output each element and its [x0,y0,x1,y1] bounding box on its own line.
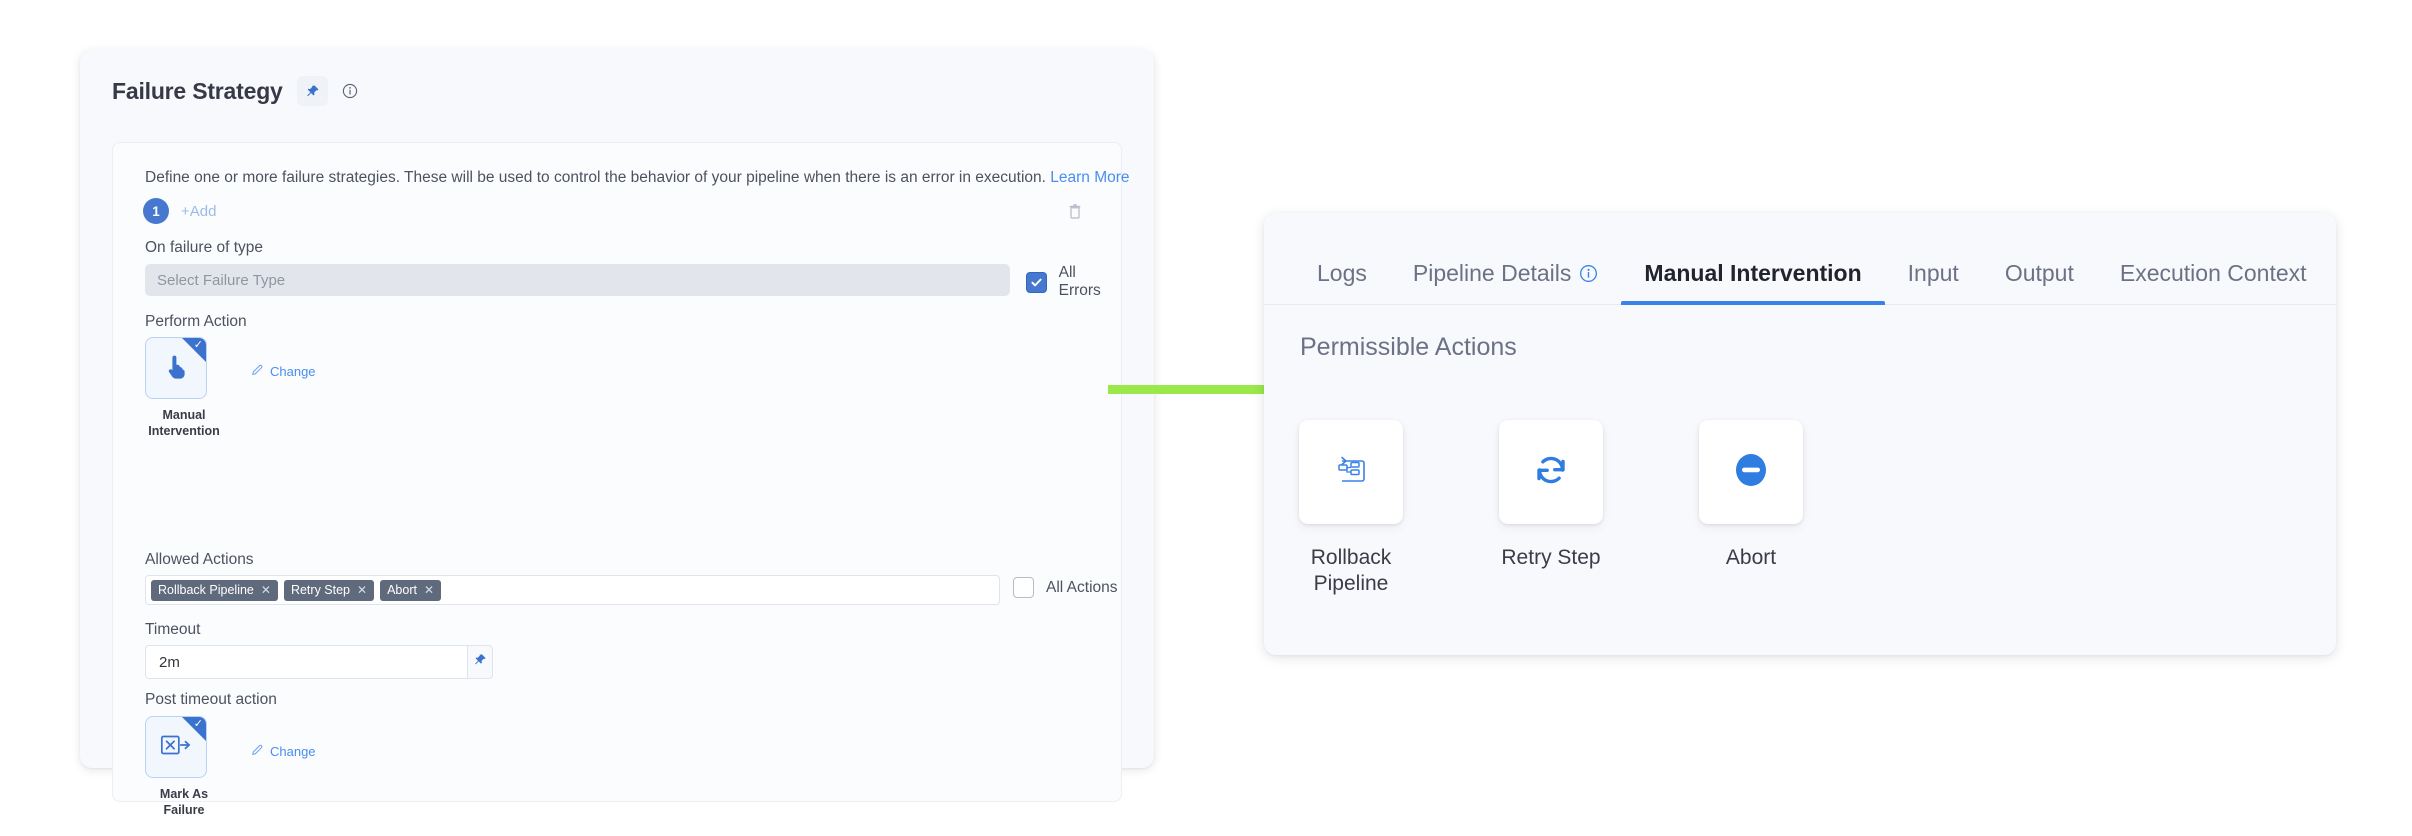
page-title: Failure Strategy [112,77,283,104]
action-card-box[interactable] [1499,420,1603,524]
allowed-actions-label: Allowed Actions [145,551,254,568]
tab-manual-intervention[interactable]: Manual Intervention [1621,260,1885,305]
permissible-actions-list: Rollback Pipeline Retry Step [1299,420,1803,596]
change-perform-action-button[interactable]: Change [251,363,316,379]
tab-label: Execution Context [2119,260,2307,286]
add-strategy-button[interactable]: +Add [181,202,217,220]
tile-selected-corner [182,717,206,741]
panel-description: Define one or more failure strategies. T… [145,167,1130,189]
pencil-icon [251,743,264,759]
action-card-box[interactable] [1699,420,1803,524]
delete-strategy-button[interactable] [1065,201,1087,223]
action-card-label: Retry Step [1501,546,1601,569]
all-errors-checkbox[interactable] [1026,271,1047,293]
close-icon[interactable]: ✕ [357,582,368,597]
action-card-rollback-pipeline[interactable]: Rollback Pipeline [1299,420,1403,596]
permissible-actions-title: Permissible Actions [1300,333,1517,361]
info-circle-icon[interactable] [342,83,358,99]
tab-execution-context[interactable]: Execution Context [2097,260,2330,304]
timeout-pin-button[interactable] [467,645,493,679]
pin-icon [473,653,487,672]
change-label: Change [270,743,316,759]
tab-logs[interactable]: Logs [1294,260,1390,304]
tab-label: Pipeline Details [1412,260,1572,286]
all-errors-row[interactable]: All Errors [1026,264,1121,300]
tab-label: Output [2004,260,2074,286]
tab-output[interactable]: Output [1982,260,2097,304]
panel-header: Failure Strategy [80,50,1154,108]
tab-pipeline-details[interactable]: Pipeline Details [1390,260,1622,304]
all-actions-checkbox[interactable] [1013,577,1034,598]
failure-type-select[interactable]: Select Failure Type [145,264,1010,296]
strategy-number-badge[interactable]: 1 [143,198,169,224]
failure-strategy-panel: Failure Strategy Define one or more fail… [80,50,1154,817]
info-circle-icon[interactable] [1579,264,1598,283]
action-card-label: Abort [1725,546,1777,569]
action-card-abort[interactable]: Abort [1699,420,1803,596]
action-card-box[interactable] [1299,420,1403,524]
mark-as-failure-caption: Mark As Failure [159,787,209,817]
post-timeout-action-label: Post timeout action [145,691,277,708]
allowed-actions-input[interactable]: Rollback Pipeline ✕ Retry Step ✕ Abort ✕ [145,575,1000,605]
all-actions-row[interactable]: All Actions [1013,577,1118,598]
close-icon[interactable]: ✕ [423,582,435,597]
on-failure-type-label: On failure of type [145,239,264,256]
learn-more-link[interactable]: Learn More [1050,169,1130,186]
tag-rollback-pipeline[interactable]: Rollback Pipeline ✕ [151,579,278,601]
tab-label: Manual Intervention [1644,260,1862,286]
timeout-value: 2m [159,653,180,671]
rollback-pipeline-icon [1329,448,1373,497]
all-errors-label: All Errors [1058,264,1101,299]
timeout-label: Timeout [145,621,201,638]
tab-label: Input [1907,260,1959,286]
tag-retry-step[interactable]: Retry Step ✕ [283,579,375,601]
pencil-icon [251,363,264,379]
tag-label: Abort [387,582,417,597]
mark-as-failure-icon [159,731,193,764]
action-card-retry-step[interactable]: Retry Step [1499,420,1603,596]
tab-bar: Logs Pipeline Details Manual Interventio… [1264,213,2336,305]
tag-label: Rollback Pipeline [158,582,254,597]
tab-label: Logs [1317,260,1367,286]
perform-action-tile-group: ✓ Manual Intervention [145,337,223,439]
perform-action-label: Perform Action [145,313,247,330]
check-icon: ✓ [193,718,203,730]
retry-step-icon [1526,445,1576,500]
tag-abort[interactable]: Abort ✕ [380,579,442,601]
pointing-hand-icon [159,349,193,388]
all-actions-label: All Actions [1046,578,1118,596]
failure-type-placeholder: Select Failure Type [157,271,286,289]
action-card-label: Rollback Pipeline [1310,546,1392,595]
mark-as-failure-tile[interactable]: ✓ [145,716,207,778]
tab-input[interactable]: Input [1885,260,1982,304]
pin-icon [305,84,320,99]
strategy-add-row: 1 +Add [143,198,216,224]
tag-label: Retry Step [290,582,351,597]
tile-selected-corner [182,338,206,362]
manual-intervention-caption: Manual Intervention [148,408,220,438]
timeout-field-group: 2m [145,645,493,679]
close-icon[interactable]: ✕ [260,582,271,597]
manual-intervention-tile[interactable]: ✓ [145,337,207,399]
change-label: Change [270,363,316,379]
description-text: Define one or more failure strategies. T… [145,169,1046,186]
check-icon: ✓ [193,339,203,351]
timeout-input[interactable]: 2m [145,645,467,679]
change-post-timeout-action-button[interactable]: Change [251,743,316,759]
pin-button[interactable] [296,76,328,106]
failure-strategy-inner-card: Define one or more failure strategies. T… [112,142,1130,817]
post-timeout-tile-group: ✓ Mark As Failure [145,716,223,818]
abort-icon [1727,446,1775,499]
